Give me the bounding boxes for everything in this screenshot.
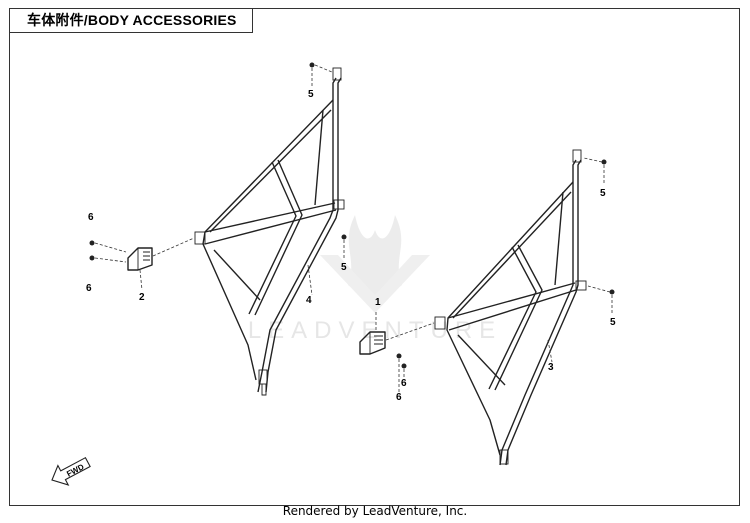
- fasteners: [89, 62, 615, 369]
- diagram-frame: [9, 8, 740, 506]
- callout-5-mid-right: 5: [610, 317, 616, 328]
- callout-6-upper-left: 6: [88, 212, 94, 223]
- callout-6-lower-right: 6: [396, 392, 402, 403]
- leader-lines: [94, 64, 613, 392]
- callout-5-top-right: 5: [600, 188, 606, 199]
- left-side-net-frame[interactable]: [194, 67, 345, 396]
- callout-4: 4: [306, 295, 312, 306]
- right-side-net-frame[interactable]: [434, 149, 587, 466]
- grab-handle-right[interactable]: [359, 331, 386, 355]
- diagram-title: 车体附件/BODY ACCESSORIES: [9, 8, 253, 33]
- footer-credit: Rendered by LeadVenture, Inc.: [282, 504, 468, 518]
- callout-1: 1: [375, 297, 381, 308]
- grab-handle-left[interactable]: [127, 247, 153, 271]
- callout-5-mid-left: 5: [341, 262, 347, 273]
- callout-5-top-left: 5: [308, 89, 314, 100]
- callout-2: 2: [139, 292, 145, 303]
- callout-6-upper-right: 6: [401, 378, 407, 389]
- callout-3: 3: [548, 362, 554, 373]
- callout-6-lower-left: 6: [86, 283, 92, 294]
- fwd-arrow-icon: FWD: [51, 456, 91, 486]
